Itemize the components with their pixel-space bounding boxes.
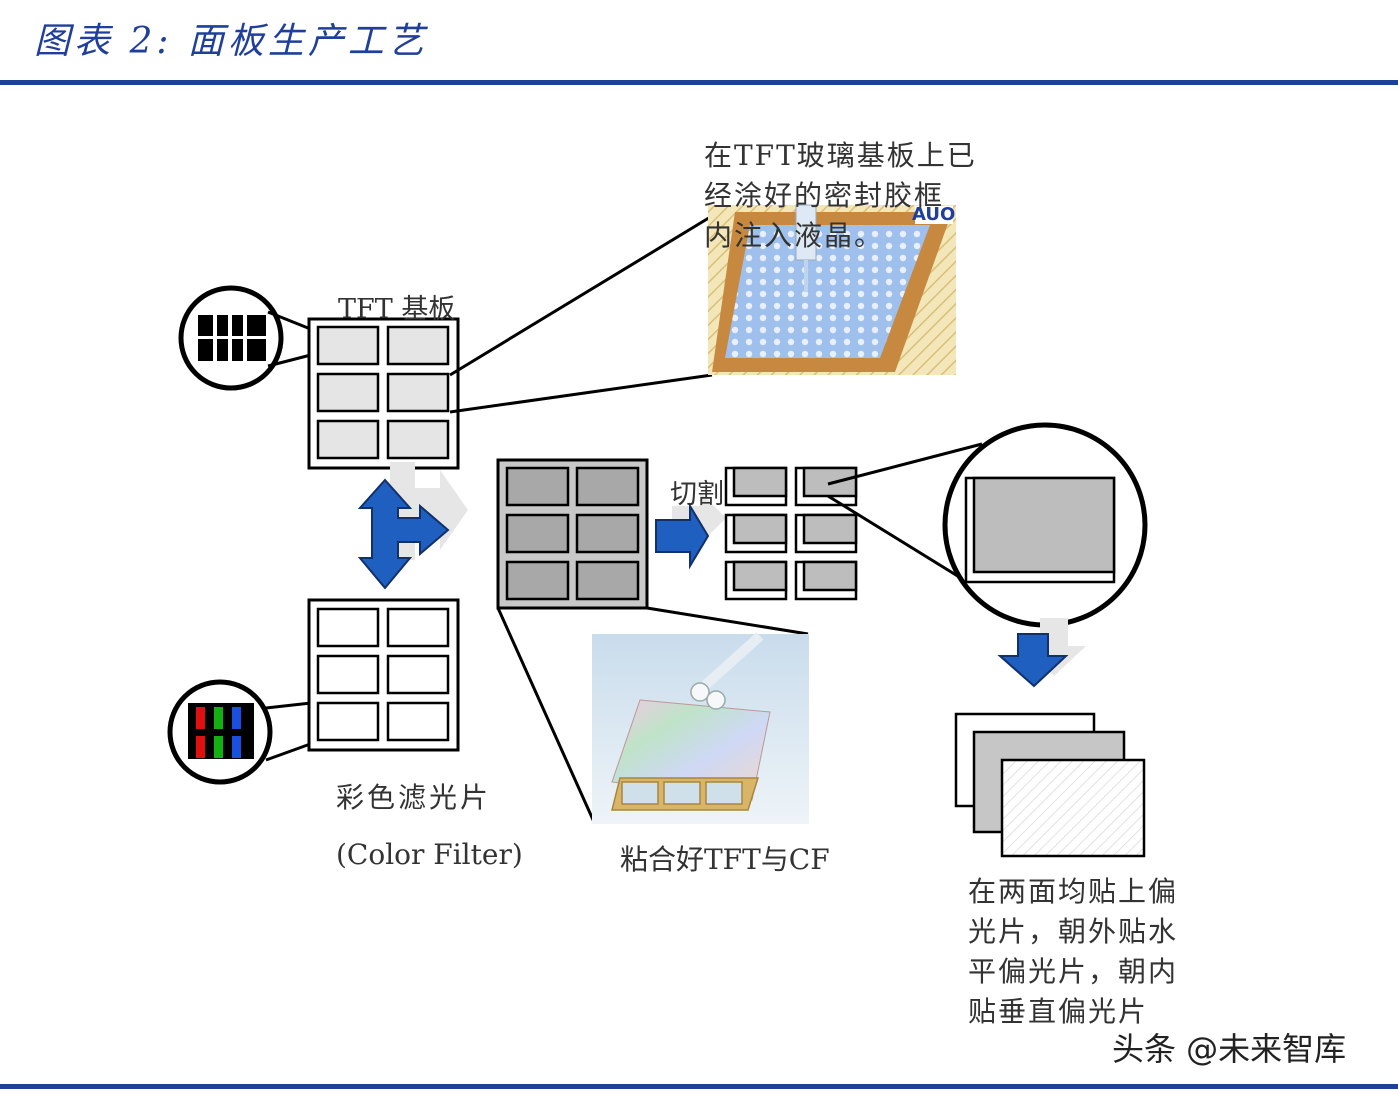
color-filter-grid — [307, 598, 460, 752]
injection-note-line: 在TFT玻璃基板上已 — [704, 139, 977, 172]
cut-arrow — [655, 492, 726, 570]
brand-logo: AUO — [912, 204, 956, 225]
cutting-label: 切割 — [670, 479, 724, 510]
color-filter-cn-label: 彩色滤光片 — [336, 781, 492, 814]
footer-rule — [0, 1084, 1398, 1089]
bonded-panel — [496, 458, 649, 610]
cut-panels — [724, 466, 858, 601]
injection-note: 在TFT玻璃基板上已 经涂好的密封胶框 内注入液晶。 — [704, 136, 977, 256]
page-title: 图表 2: 面板生产工艺 — [34, 21, 428, 62]
header-rule — [0, 80, 1398, 85]
down-arrow — [997, 618, 1086, 688]
polarizer-note-line: 在两面均贴上偏 — [968, 875, 1179, 908]
polarizer-note: 在两面均贴上偏 光片，朝外贴水 平偏光片，朝内 贴垂直偏光片 — [968, 872, 1178, 1032]
combine-arrow — [357, 478, 450, 590]
tft-substrate-grid — [307, 317, 460, 470]
watermark: 头条 @未来智库 — [1112, 1030, 1347, 1068]
bonded-label: 粘合好TFT与CF — [620, 843, 830, 876]
injection-note-line: 经涂好的密封胶框 — [704, 179, 945, 212]
polarizer-note-line: 平偏光片，朝内 — [968, 955, 1179, 988]
polarizer-stack — [954, 712, 1146, 858]
lc-injection-image — [708, 204, 956, 375]
polarizer-note-line: 贴垂直偏光片 — [968, 995, 1149, 1028]
tft-substrate-label: TFT 基板 — [338, 294, 456, 325]
cell-magnifier — [942, 422, 1148, 628]
injection-note-line: 内注入液晶。 — [704, 219, 885, 252]
bonding-photo — [592, 632, 809, 824]
color-filter-en-label: (Color Filter) — [336, 838, 523, 871]
cf-magnifier — [167, 679, 339, 785]
polarizer-note-line: 光片，朝外贴水 — [968, 915, 1179, 948]
